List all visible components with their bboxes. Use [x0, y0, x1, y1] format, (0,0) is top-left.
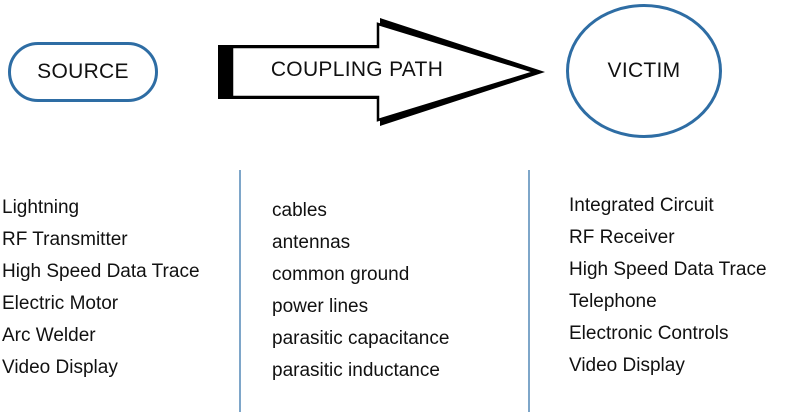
coupling-path-arrow [218, 18, 545, 126]
coupling-list-item: parasitic capacitance [272, 328, 450, 349]
victim-list-item: Video Display [569, 355, 685, 376]
source-label: SOURCE [37, 60, 129, 83]
column-divider-right [528, 170, 530, 412]
source-list-item: Lightning [2, 197, 80, 218]
victim-list-item: RF Receiver [569, 227, 675, 248]
coupling-list-item: cables [272, 200, 327, 221]
source-list: Lightning RF Transmitter High Speed Data… [2, 192, 200, 384]
source-node: SOURCE [8, 42, 158, 102]
victim-label: VICTIM [607, 59, 681, 82]
victim-list-item: Electronic Controls [569, 323, 729, 344]
coupling-path-label: COUPLING PATH [270, 58, 444, 81]
coupling-list-item: parasitic inductance [272, 360, 440, 381]
source-list-item: RF Transmitter [2, 229, 128, 250]
source-list-item: Video Display [2, 357, 118, 378]
column-divider-left [239, 170, 241, 412]
victim-node: VICTIM [566, 4, 722, 138]
victim-list-item: High Speed Data Trace [569, 259, 767, 280]
coupling-list: cables antennas common ground power line… [272, 195, 449, 387]
victim-list-item: Telephone [569, 291, 657, 312]
victim-list-item: Integrated Circuit [569, 195, 714, 216]
coupling-list-item: antennas [272, 232, 351, 253]
coupling-list-item: common ground [272, 264, 410, 285]
coupling-list-item: power lines [272, 296, 369, 317]
source-list-item: Arc Welder [2, 325, 96, 346]
arrow-body [230, 22, 540, 122]
source-list-item: Electric Motor [2, 293, 119, 314]
victim-list: Integrated Circuit RF Receiver High Spee… [569, 190, 767, 382]
source-list-item: High Speed Data Trace [2, 261, 200, 282]
